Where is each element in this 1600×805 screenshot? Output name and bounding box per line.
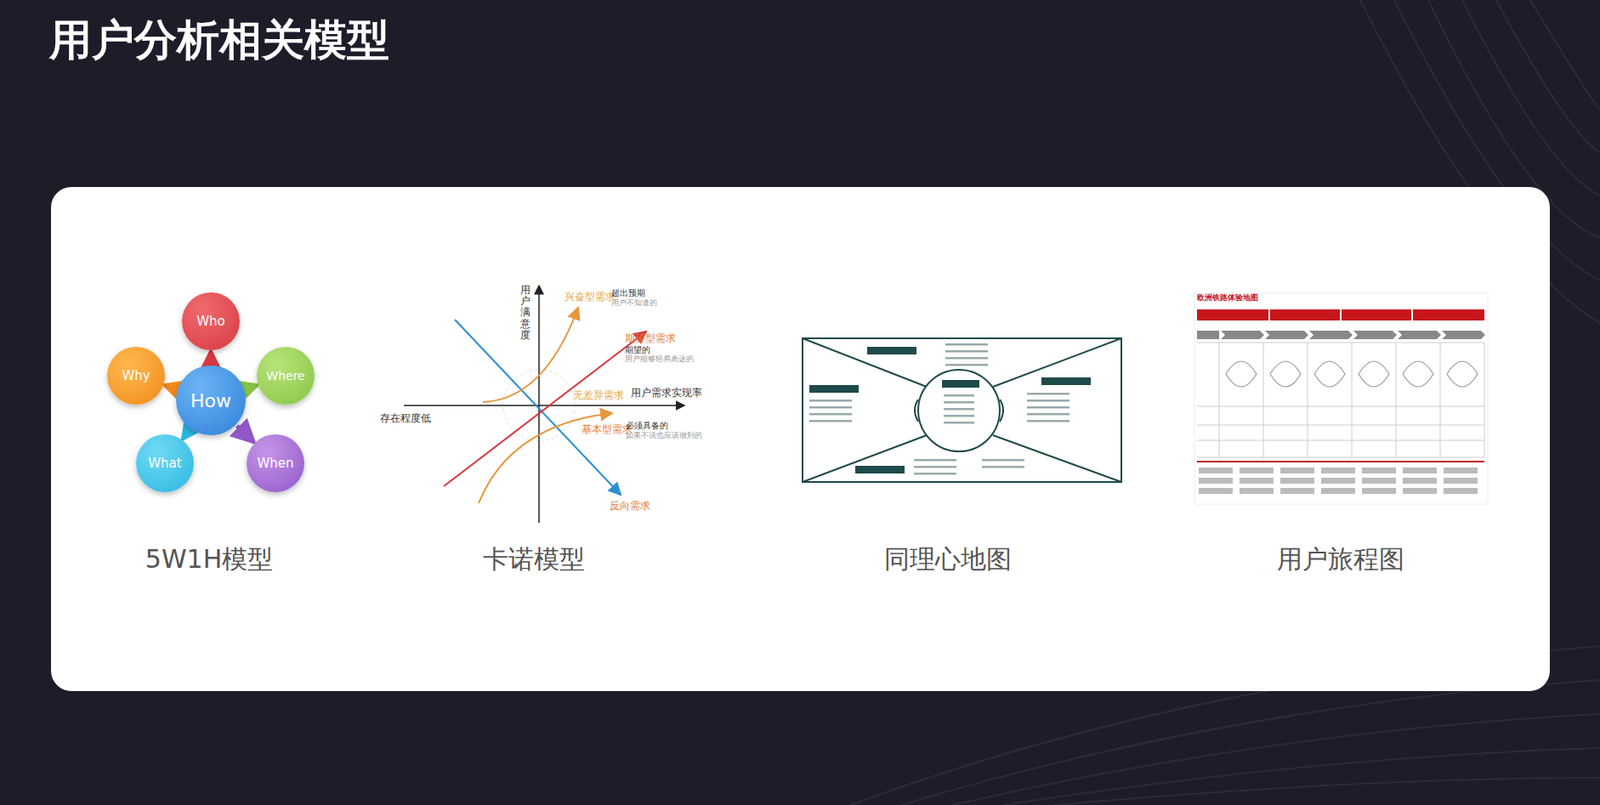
circle-label: Why [121,368,150,384]
arrow-connector [164,385,176,389]
chart-label: 用户不知道的 [611,297,658,309]
chart-label: 存在程度低 [380,411,432,426]
chart-label: 用户满意度 [520,284,531,341]
chart-label: 期望型需求 [624,331,676,347]
circle-label: When [256,455,294,471]
arrow-connector [209,351,214,364]
chart-label: 基本型需求 [581,422,633,437]
arrow-connector [237,425,254,443]
model-circle: Why [107,346,165,405]
map-title: 欧洲铁路体验地图 [1197,292,1259,304]
slide-title: 用户分析相关模型 [49,11,390,69]
model-circle: How [175,365,246,436]
circle-label: How [190,390,232,412]
arrow-connector [182,430,189,439]
arrow-connector [245,385,257,389]
chart-label: 用户需求实现率 [630,385,703,401]
chart-label: 如果不说也应该做到的 [625,430,703,442]
model-circle: Who [181,292,240,351]
chart-label: 无差异需求 [573,388,625,403]
model-circle: Where [256,346,315,405]
chart-label: 期望的 [624,344,651,357]
chart-label: 兴奋型需求 [564,289,616,305]
model-caption: 5W1H模型 [145,542,273,578]
model-caption: 用户旅程图 [1276,542,1405,578]
model-circle: What [136,434,194,493]
chart-label: 超出预期 [611,287,646,300]
model-circle: When [246,434,305,493]
model-caption: 同理心地图 [884,542,1012,578]
circle-label: What [147,455,182,471]
chart-label: 反向需求 [609,499,651,514]
chart-label: 用户能够轻易表达的 [624,353,694,365]
circle-label: Where [266,368,305,383]
chart-label: 必须具备的 [625,419,669,432]
model-caption: 卡诺模型 [482,542,585,578]
circle-label: Who [196,313,226,330]
